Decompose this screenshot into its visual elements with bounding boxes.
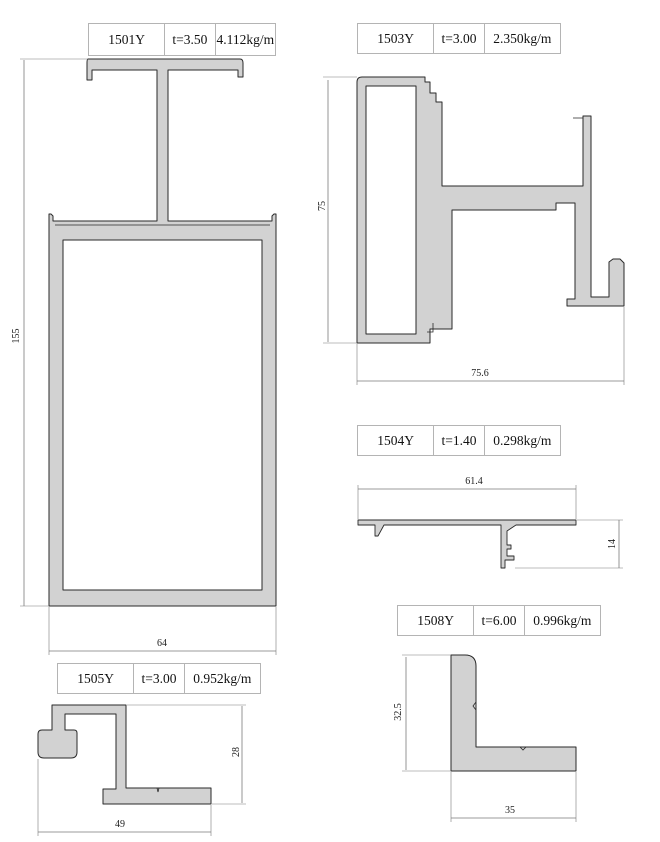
dim-label-64: 64 bbox=[157, 638, 167, 649]
profile-code: 1501Y bbox=[108, 31, 145, 47]
profile-1504Y-section bbox=[357, 519, 577, 569]
profile-1503Y: 75 75.6 bbox=[317, 76, 625, 385]
profile-code: 1505Y bbox=[77, 670, 114, 686]
profile-thickness: t=1.40 bbox=[433, 426, 484, 455]
profile-thickness: t=3.00 bbox=[133, 664, 184, 693]
spec-table-1501Y: 1501Y t=3.50 4.112kg/m bbox=[88, 23, 276, 56]
spec-table-1503Y: 1503Y t=3.00 2.350kg/m bbox=[357, 23, 561, 54]
dim-label-75-6: 75.6 bbox=[471, 368, 489, 379]
profile-1505Y-detail-line bbox=[156, 787, 160, 793]
dim-label-75: 75 bbox=[317, 201, 328, 211]
profile-1501Y-section bbox=[48, 58, 277, 607]
profile-weight: 4.112kg/m bbox=[214, 24, 275, 55]
profile-weight: 0.996kg/m bbox=[523, 606, 600, 635]
dim-label-49: 49 bbox=[115, 819, 125, 830]
profile-1508Y-section bbox=[450, 654, 577, 772]
profile-thickness: t=3.50 bbox=[164, 24, 214, 55]
spec-table-1504Y: 1504Y t=1.40 0.298kg/m bbox=[357, 425, 561, 456]
profile-1508Y-detail-line bbox=[472, 701, 527, 751]
spec-table-1508Y: 1508Y t=6.00 0.996kg/m bbox=[397, 605, 601, 636]
profile-code: 1503Y bbox=[377, 30, 414, 46]
dim-label-35: 35 bbox=[505, 805, 515, 816]
profile-1501Y: 155 64 bbox=[11, 58, 277, 655]
dim-label-155: 155 bbox=[11, 329, 22, 344]
profile-code: 1508Y bbox=[417, 612, 454, 628]
profile-1503Y-detail-line bbox=[427, 117, 583, 333]
profile-1508Y: 32.5 35 bbox=[393, 654, 577, 822]
dim-label-32-5: 32.5 bbox=[393, 703, 404, 721]
dim-label-28: 28 bbox=[231, 747, 242, 757]
profile-code: 1504Y bbox=[377, 432, 414, 448]
profile-weight: 2.350kg/m bbox=[483, 24, 560, 53]
profile-1505Y-section bbox=[37, 704, 212, 805]
profile-1504Y: 61.4 14 bbox=[357, 476, 623, 569]
profile-weight: 0.298kg/m bbox=[483, 426, 560, 455]
dim-label-14: 14 bbox=[607, 539, 618, 549]
dim-label-61-4: 61.4 bbox=[465, 476, 483, 487]
profile-1505Y: 28 49 bbox=[37, 704, 246, 836]
profile-thickness: t=6.00 bbox=[473, 606, 524, 635]
profile-weight: 0.952kg/m bbox=[183, 664, 260, 693]
spec-table-1505Y: 1505Y t=3.00 0.952kg/m bbox=[57, 663, 261, 694]
profile-thickness: t=3.00 bbox=[433, 24, 484, 53]
profile-1503Y-section bbox=[356, 76, 625, 344]
